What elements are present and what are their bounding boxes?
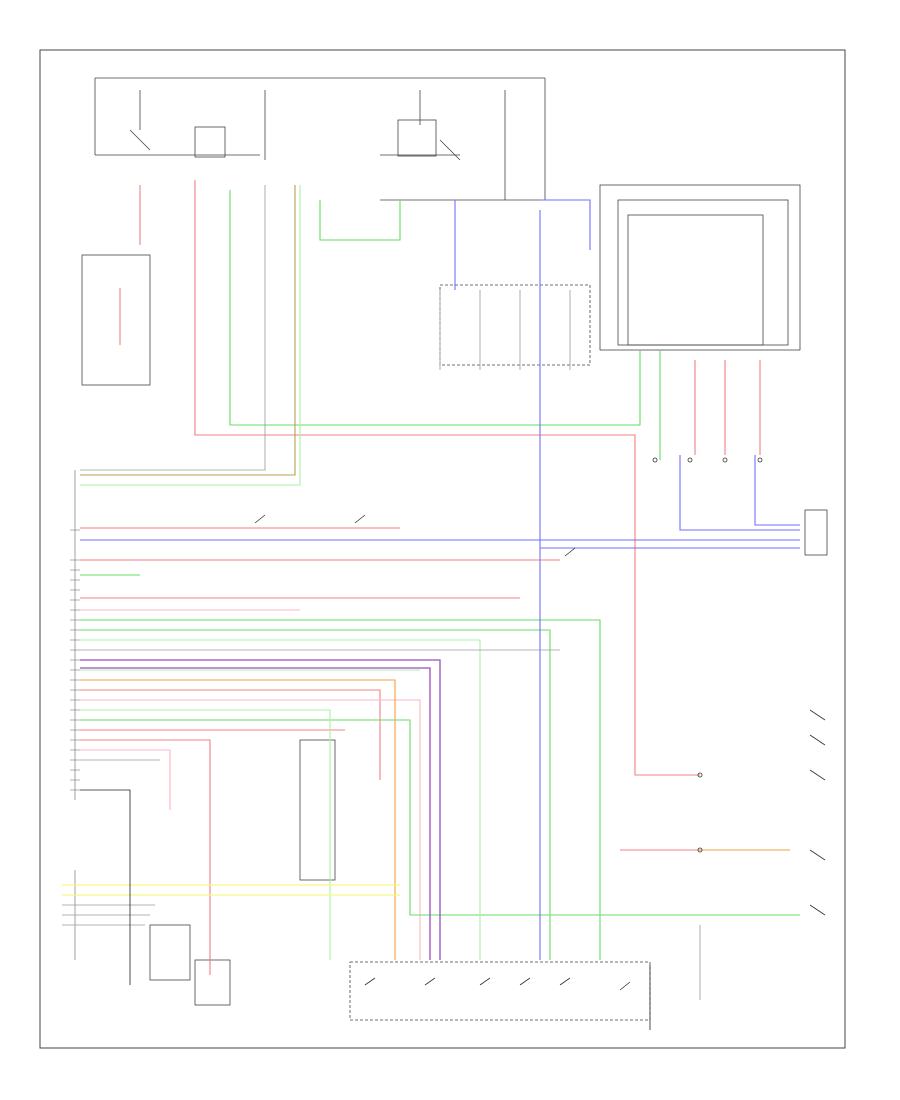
wire-light-green [80,185,481,960]
diagram-frame [39,49,846,1049]
wire-olive [80,185,296,476]
wire-red [80,180,761,975]
wire-yellow [62,884,400,896]
switch-symbols [254,457,826,991]
wire-green [80,190,800,960]
wire-violet [80,659,441,960]
fuse-block [94,77,555,201]
wire-orange [80,679,790,960]
wire-gray [62,185,701,1000]
relay-boxes [81,184,828,1021]
wire-black [80,789,651,1030]
wire-blue [80,199,800,960]
wire-pink [80,609,421,960]
connector-pin-column [70,470,80,960]
